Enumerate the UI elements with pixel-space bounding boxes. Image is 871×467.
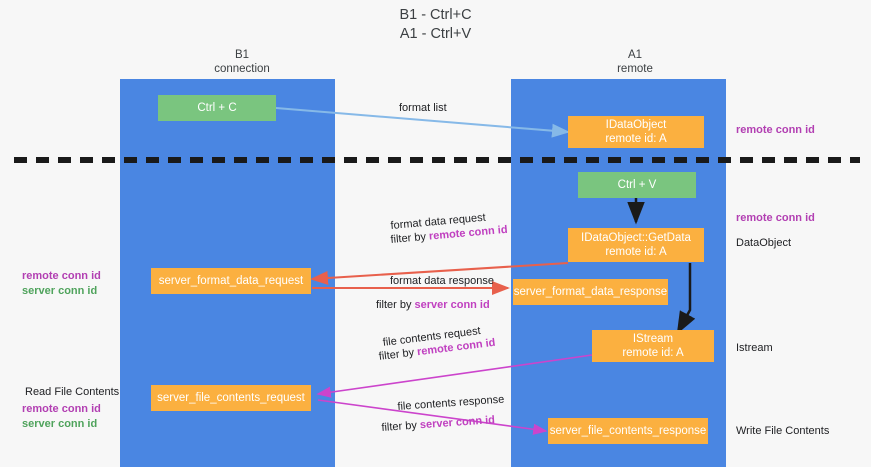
node-idataobject-line-1: IDataObject [605,119,667,131]
node-istream-line-1: IStream [632,333,674,345]
edge-label-format-list: format list [399,102,447,114]
filter-prefix: filter by [390,230,430,246]
annotation-remote-conn-id-mid: remote conn id [736,212,815,224]
node-server-file-contents-response-label: server_file_contents_response [549,425,707,437]
edge-label-format-data-response-filter: filter by server conn id [376,298,490,312]
filter-key-server-conn-id: server conn id [419,414,496,432]
annotation-istream: Istream [736,342,773,354]
title-line-1: B1 - Ctrl+C [399,7,472,23]
node-idataobject[interactable]: IDataObject remote id: A [568,116,704,148]
title-line-2: A1 - Ctrl+V [399,26,472,42]
edge-label-format-data-response: format data response [390,275,494,287]
node-server-format-data-request[interactable]: server_format_data_request [151,268,311,294]
node-server-format-data-request-label: server_format_data_request [158,275,304,287]
filter-key-server-conn-id: server conn id [414,299,490,311]
lane-header-a1: A1 remote [540,48,730,76]
node-idataobject-getdata[interactable]: IDataObject::GetData remote id: A [568,228,704,262]
annotation-read-file-contents: Read File Contents [25,386,120,398]
edge-label-file-contents-response: file contents response [397,393,505,413]
filter-prefix: filter by [376,299,415,311]
lane-header-b1-subtitle: connection [214,63,270,75]
node-server-file-contents-response[interactable]: server_file_contents_response [548,418,708,444]
node-server-format-data-response-label: server_format_data_response [513,286,668,298]
edge-label-file-contents-response-filter: filter by server conn id [381,413,495,435]
node-ctrl-v[interactable]: Ctrl + V [578,172,696,198]
node-istream-line-2: remote id: A [622,347,684,359]
annotation-left-server-conn-id-2: server conn id [22,418,98,430]
node-ctrl-c-label: Ctrl + C [197,102,237,114]
annotation-left-remote-conn-id: remote conn id [22,270,101,282]
node-ctrl-v-label: Ctrl + V [617,179,657,191]
node-server-file-contents-request[interactable]: server_file_contents_request [151,385,311,411]
annotation-left-remote-conn-id-2: remote conn id [22,403,101,415]
node-idataobject-getdata-line-1: IDataObject::GetData [581,232,691,244]
node-istream[interactable]: IStream remote id: A [592,330,714,362]
node-server-file-contents-request-label: server_file_contents_request [157,392,305,404]
filter-prefix: filter by [378,346,418,363]
node-server-format-data-response[interactable]: server_format_data_response [513,279,668,305]
annotation-dataobject: DataObject [736,237,792,249]
annotation-remote-conn-id-top: remote conn id [736,124,815,136]
diagram-title: B1 - Ctrl+C A1 - Ctrl+V [0,6,871,44]
lane-header-b1: B1 connection [152,48,332,76]
node-idataobject-line-2: remote id: A [605,133,667,145]
lane-header-b1-name: B1 [234,49,250,61]
node-idataobject-getdata-line-2: remote id: A [605,246,667,258]
node-ctrl-c[interactable]: Ctrl + C [158,95,276,121]
lane-header-a1-subtitle: remote [617,63,653,75]
annotation-write-file-contents: Write File Contents [736,425,830,437]
lane-header-a1-name: A1 [627,49,643,61]
filter-prefix: filter by [381,419,421,434]
annotation-left-server-conn-id: server conn id [22,285,98,297]
